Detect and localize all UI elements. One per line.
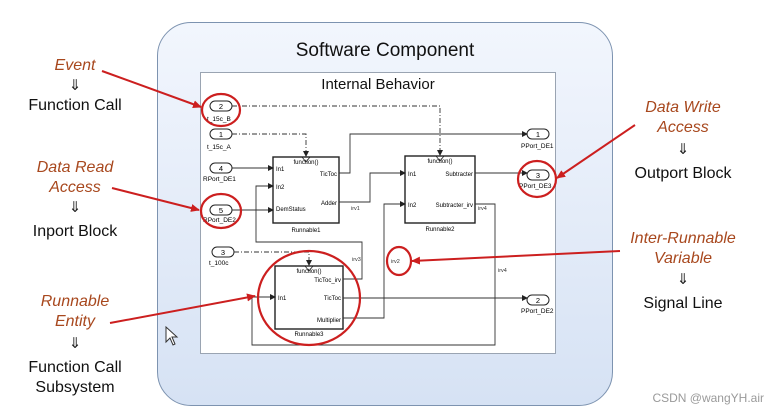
function-call-arrowheads (303, 150, 443, 266)
svg-text:Adder: Adder (321, 201, 337, 207)
concept-outport-block: Outport Block (634, 165, 732, 182)
callout-runnable-entity: Runnable Entity (40, 293, 110, 330)
inport-t-15c-a[interactable]: 1 t_15c_A (207, 128, 233, 151)
runnable2-block[interactable]: function() In1 In2 Subtracter Subtracter… (404, 155, 476, 233)
outport-pport-de1[interactable]: 1 PPort_DE1 (521, 128, 554, 150)
concept-inport-block: Inport Block (32, 223, 118, 240)
svg-text:t_15c_A: t_15c_A (207, 144, 232, 151)
inport-rport-de2[interactable]: 5 RPort_DE2 (203, 204, 236, 224)
signal-irv4-label: irv4 (478, 206, 487, 212)
signal-irv4-label: irv4 (498, 268, 507, 274)
svg-text:Subtracter: Subtracter (445, 172, 473, 178)
callout-data-read-access: Data Read Access (36, 159, 114, 196)
inport-t-15c-b[interactable]: 2 t_15c_B (207, 100, 233, 123)
signal-lines (232, 131, 528, 346)
watermark: CSDN @wangYH.air (652, 391, 764, 405)
down-arrow-icon: ⇓ (676, 271, 690, 288)
highlight-inport (199, 192, 243, 230)
svg-text:PPort_DE1: PPort_DE1 (521, 143, 554, 150)
svg-text:Runnable1: Runnable1 (291, 228, 321, 234)
svg-text:PPort_DE3: PPort_DE3 (519, 183, 552, 190)
highlight-outport (516, 159, 558, 199)
highlight-irv (385, 245, 413, 277)
highlight-circles (199, 92, 558, 347)
inport-t-100c[interactable]: 3 t_100c (209, 246, 235, 267)
highlight-runnable (256, 249, 362, 347)
callout-event: Event (54, 57, 96, 74)
svg-text:Subtracter_irv: Subtracter_irv (436, 203, 473, 209)
svg-text:Runnable3: Runnable3 (294, 332, 324, 338)
down-arrow-icon: ⇓ (68, 335, 82, 352)
svg-text:RPort_DE2: RPort_DE2 (203, 217, 236, 224)
svg-text:function(): function() (427, 159, 452, 165)
svg-text:TicToc: TicToc (324, 296, 341, 302)
svg-text:In2: In2 (408, 203, 417, 209)
svg-text:Runnable2: Runnable2 (425, 227, 455, 233)
svg-text:In1: In1 (276, 167, 285, 173)
signal-irv2-label: irv2 (391, 259, 400, 265)
svg-text:TicToc_irv: TicToc_irv (314, 278, 341, 284)
runnable3-block[interactable]: function() In1 TicToc_irv TicToc Multipl… (274, 265, 344, 338)
svg-text:TicToc: TicToc (320, 172, 337, 178)
signal-irv3-label: irv3 (352, 257, 361, 263)
svg-text:DemStatus: DemStatus (276, 207, 306, 213)
svg-text:function(): function() (293, 160, 318, 166)
svg-text:1: 1 (536, 130, 540, 139)
highlight-event (200, 92, 242, 128)
inport-rport-de1[interactable]: 4 RPort_DE1 (203, 162, 236, 183)
signal-irv1-label: irv1 (351, 206, 360, 212)
mouse-cursor-icon (165, 325, 179, 346)
svg-text:t_15c_B: t_15c_B (207, 116, 231, 123)
svg-text:In1: In1 (278, 296, 287, 302)
svg-text:In2: In2 (276, 185, 285, 191)
svg-text:2: 2 (219, 102, 223, 111)
svg-text:function(): function() (296, 269, 321, 275)
concept-function-call-subsystem: Function Call Subsystem (28, 359, 122, 396)
svg-text:5: 5 (219, 206, 223, 215)
svg-text:3: 3 (221, 248, 225, 257)
down-arrow-icon: ⇓ (68, 199, 82, 216)
runnable1-block[interactable]: function() In1 In2 DemStatus TicToc Adde… (272, 156, 340, 234)
svg-text:RPort_DE1: RPort_DE1 (203, 176, 236, 183)
svg-text:Multiplier: Multiplier (317, 318, 341, 324)
concept-signal-line: Signal Line (643, 295, 723, 312)
svg-text:PPort_DE2: PPort_DE2 (521, 308, 554, 315)
svg-text:In1: In1 (408, 172, 417, 178)
callout-data-write-access: Data Write Access (645, 99, 721, 136)
annotation-arrows (101, 70, 636, 324)
down-arrow-icon: ⇓ (676, 141, 690, 158)
svg-text:2: 2 (536, 296, 540, 305)
svg-text:t_100c: t_100c (209, 260, 229, 267)
svg-text:3: 3 (536, 171, 540, 180)
outport-pport-de2[interactable]: 2 PPort_DE2 (521, 294, 554, 315)
svg-text:1: 1 (219, 130, 223, 139)
concept-function-call: Function Call (28, 97, 122, 114)
svg-text:4: 4 (219, 164, 223, 173)
internal-behavior-title: Internal Behavior (321, 76, 435, 93)
callout-inter-runnable-variable: Inter-Runnable Variable (630, 230, 736, 267)
down-arrow-icon: ⇓ (68, 77, 82, 94)
software-component-title: Software Component (295, 40, 475, 61)
